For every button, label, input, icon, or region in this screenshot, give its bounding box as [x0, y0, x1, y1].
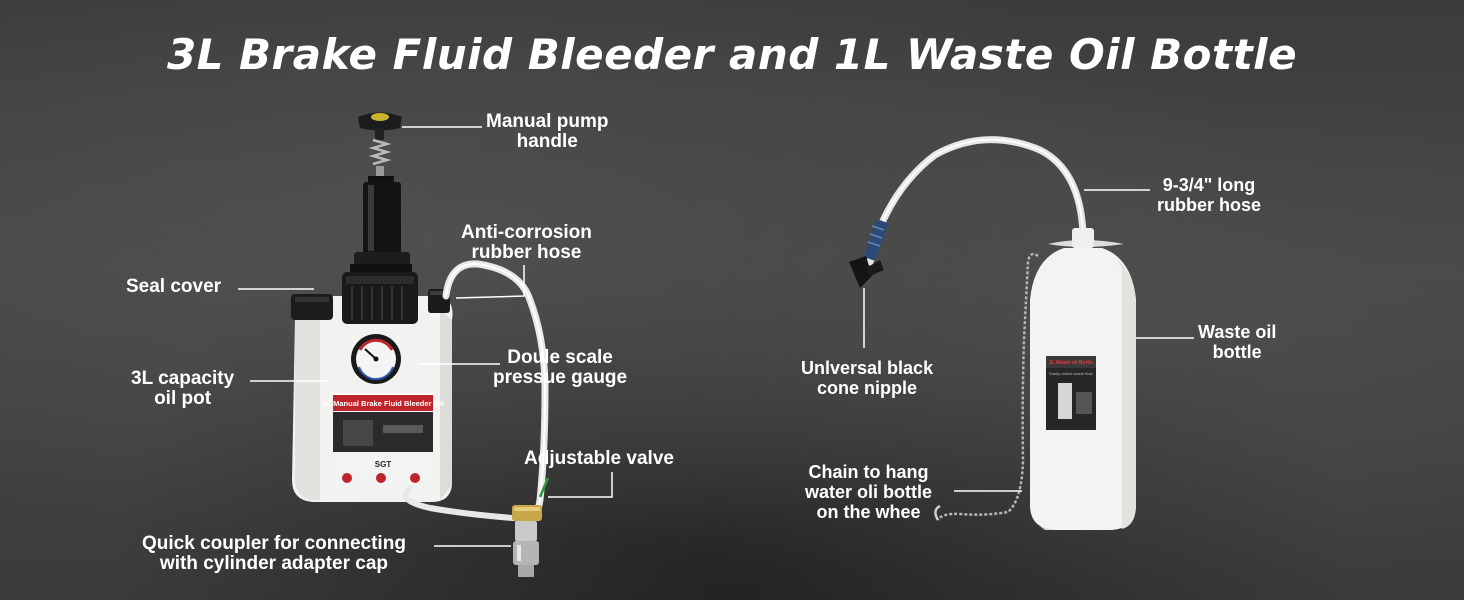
waste-bottle-sublabel: Easily collect waste fluid — [1049, 371, 1092, 376]
valve-coupler — [512, 477, 550, 577]
waste-hose — [866, 136, 1087, 266]
label-seal-cover: Seal cover — [126, 276, 222, 297]
pump-cylinder — [350, 176, 412, 272]
pump-handle — [358, 112, 402, 176]
label-cone-nipple: Unlversal black cone nipple — [801, 358, 934, 398]
hanging-chain — [934, 252, 1039, 521]
label-manual-pump-handle: Manual pump handle — [486, 111, 609, 152]
label-chain-to-hang: Chain to hang water oli bottle on the wh… — [805, 462, 933, 522]
waste-bottle: 1L Waste oil Bottle Easily collect waste… — [1030, 228, 1136, 530]
label-pressure-gauge: Doule scale pressue gauge — [493, 347, 628, 388]
label-long-rubber-hose: 9-3/4" long rubber hose — [1157, 175, 1262, 215]
label-waste-oil-bottle: Waste oil bottle — [1198, 322, 1277, 362]
brand-label: SGT — [375, 460, 392, 469]
pressure-gauge — [351, 334, 401, 384]
page-title: 3L Brake Fluid Bleeder and 1L Waste Oil … — [166, 30, 1298, 79]
label-quick-coupler: Quick coupler for connecting with cylind… — [142, 533, 406, 574]
label-capacity-oil-pot: 3L capacity oil pot — [131, 368, 235, 409]
left-leader-lines — [238, 126, 613, 547]
cone-nipple — [849, 219, 888, 288]
label-adjustable-valve: Adjustable valve — [524, 448, 674, 469]
right-leader-lines — [863, 189, 1194, 492]
bleeder-kit-label: 3L Manual Brake Fluid Bleeder Kit — [322, 399, 444, 408]
tank-label: 3L Manual Brake Fluid Bleeder Kit SGT — [322, 393, 444, 487]
waste-bottle-label: 1L Waste oil Bottle — [1049, 360, 1094, 366]
rubber-hose — [402, 260, 549, 523]
label-anti-corrosion-hose: Anti-corrosion rubber hose — [461, 222, 592, 263]
